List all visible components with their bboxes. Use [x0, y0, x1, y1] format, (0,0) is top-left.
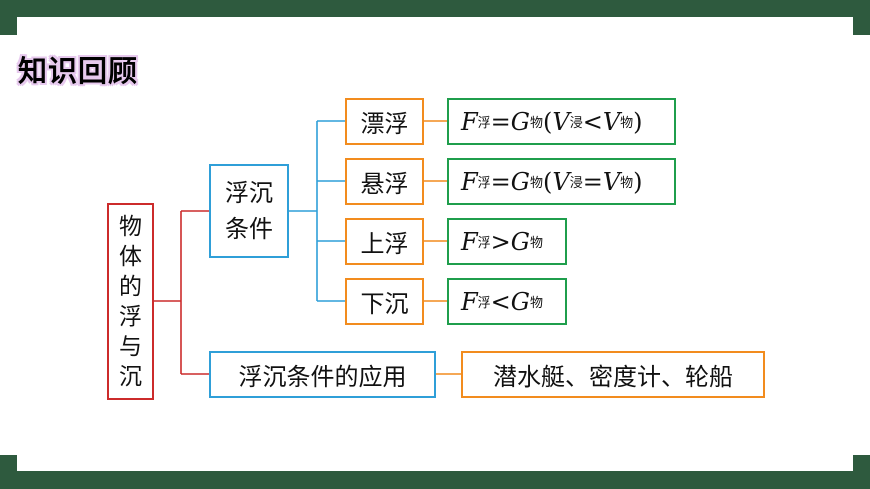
root-node: 物 体 的 浮 与 沉	[107, 203, 154, 400]
bottom-left-corner-notch	[0, 455, 17, 471]
page-title: 知识回顾	[18, 54, 139, 88]
state-node-sink: 下沉	[345, 278, 424, 325]
bottom-right-corner-notch	[853, 455, 870, 471]
root-connectors	[154, 210, 209, 375]
root-char: 的	[119, 273, 142, 300]
conditions-line-2: 条件	[225, 215, 273, 243]
state-node-float: 漂浮	[345, 98, 424, 145]
conditions-line-1: 浮沉	[225, 179, 273, 207]
examples-node: 潜水艇、密度计、轮船	[461, 351, 765, 398]
root-char: 沉	[119, 363, 142, 390]
bottom-frame-bar	[0, 471, 870, 489]
state-node-suspend: 悬浮	[345, 158, 424, 205]
top-frame-bar	[0, 0, 870, 17]
root-char: 物	[119, 213, 142, 240]
condition-connectors	[289, 120, 345, 302]
conditions-node: 浮沉 条件	[209, 164, 289, 258]
root-char: 浮	[119, 303, 142, 330]
top-right-corner-notch	[853, 17, 870, 35]
application-node: 浮沉条件的应用	[209, 351, 436, 398]
state-connectors	[424, 120, 461, 375]
top-left-corner-notch	[0, 17, 17, 35]
root-char: 与	[119, 333, 142, 360]
root-char: 体	[119, 243, 142, 270]
state-node-rise: 上浮	[345, 218, 424, 265]
